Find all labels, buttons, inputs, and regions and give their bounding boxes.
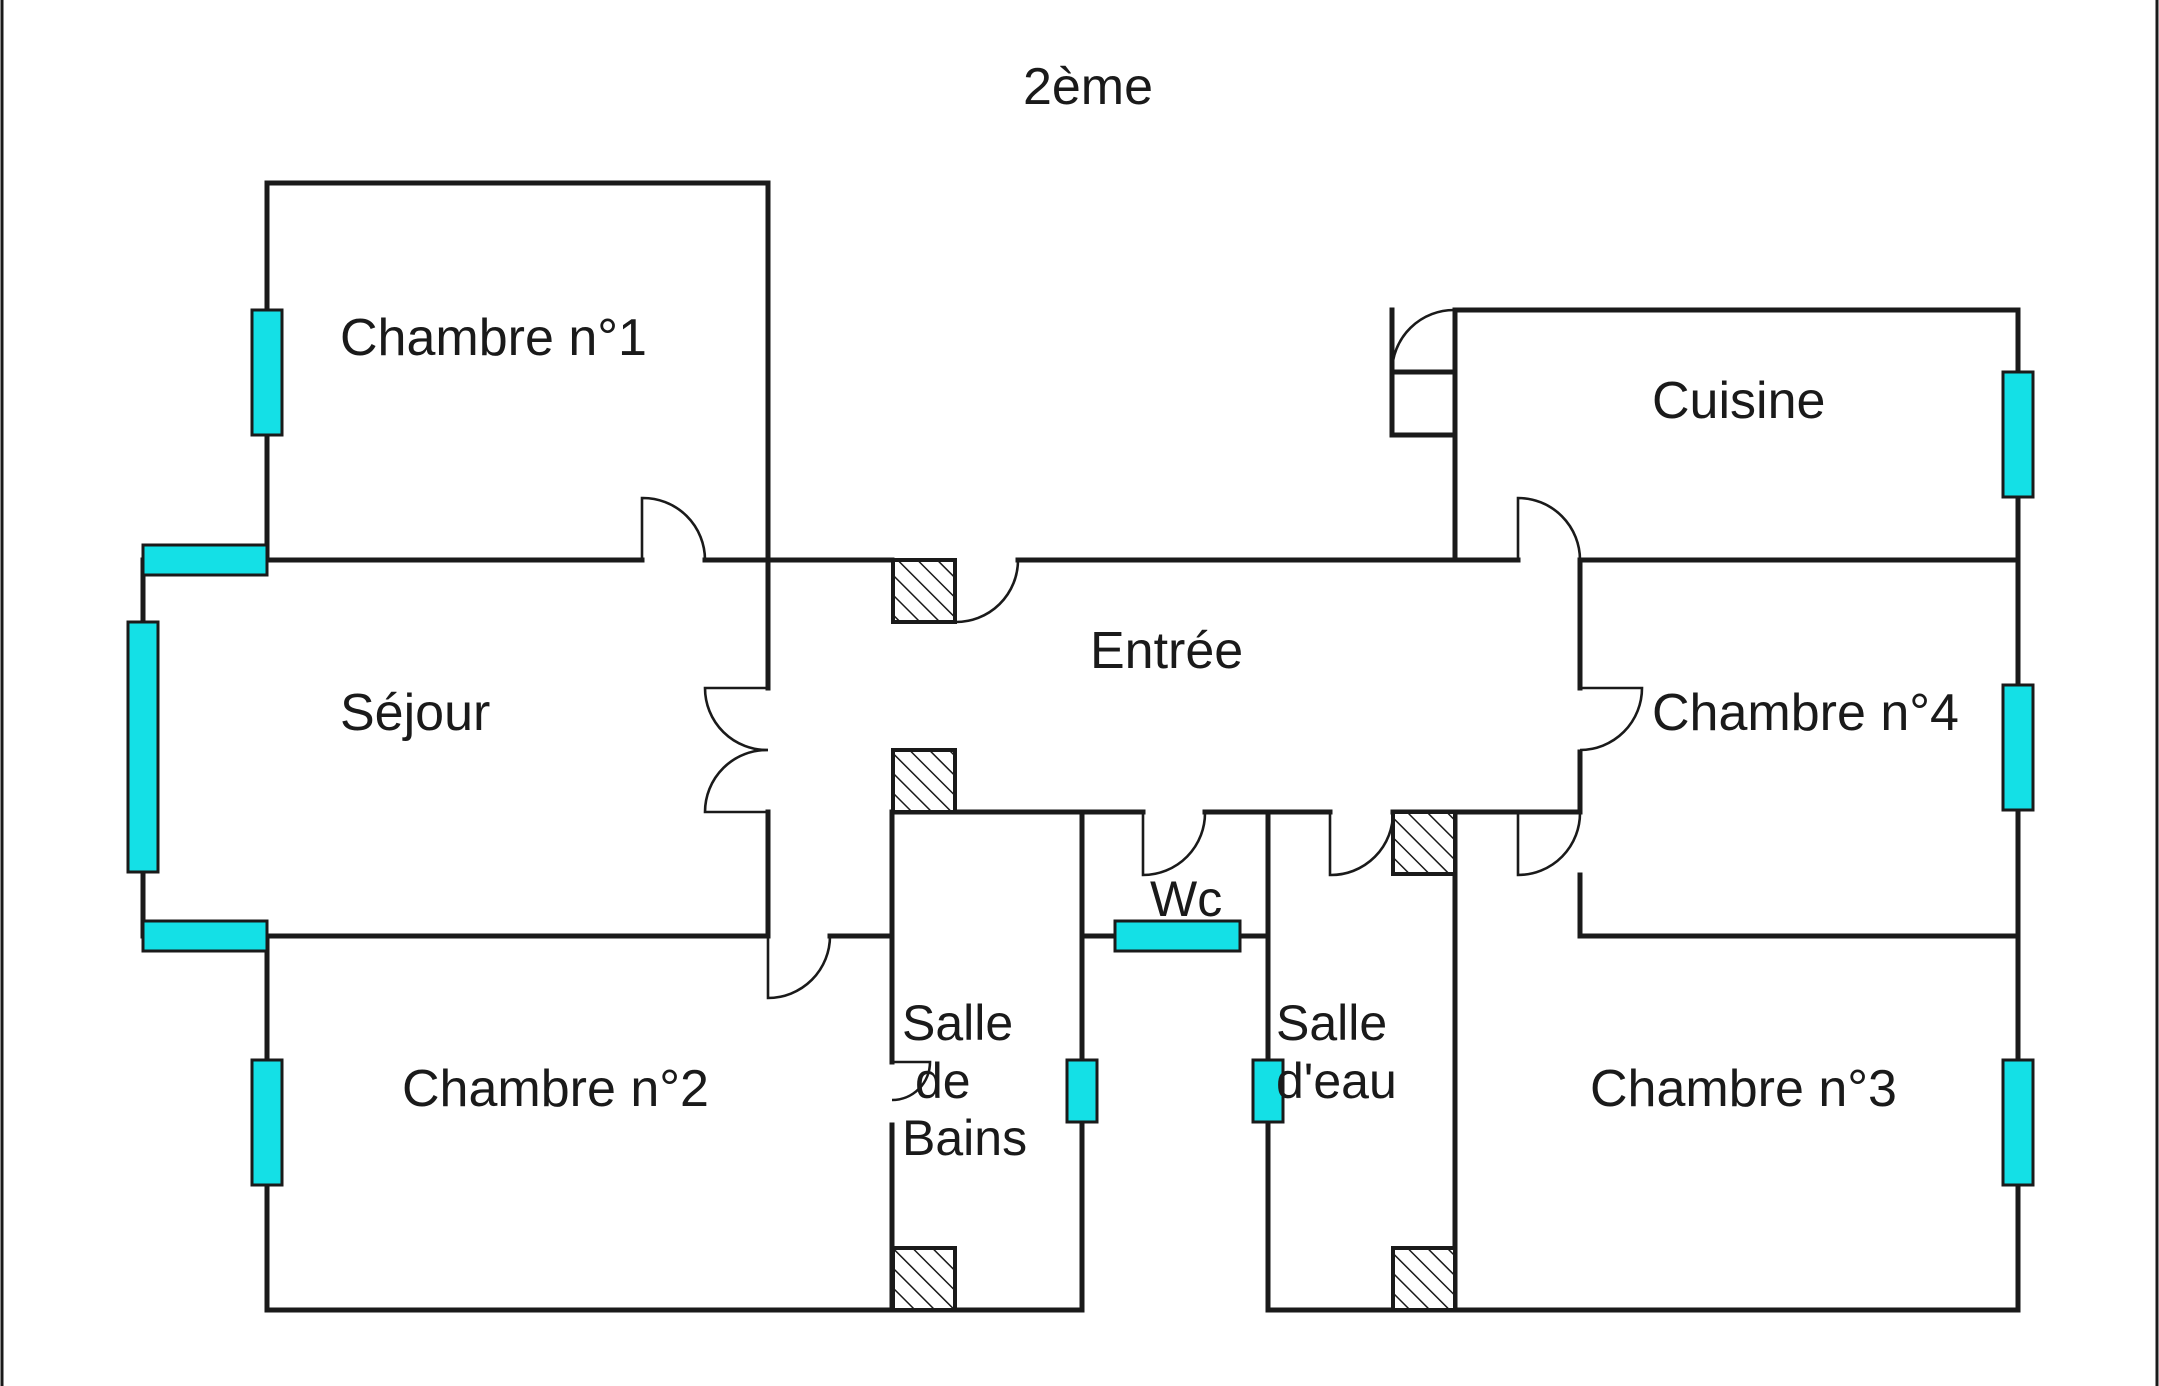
floor-title: 2ème <box>1023 58 1153 116</box>
label-chambre-4: Chambre n°4 <box>1652 684 1959 742</box>
wall-chambre-3 <box>1452 933 2021 1313</box>
window-sejour-bottom <box>141 919 269 953</box>
label-entree: Entrée <box>1090 622 1243 680</box>
door-chambre-2 <box>766 935 832 1000</box>
wall-chambre-1 <box>264 180 771 563</box>
pillar-bath-bottom <box>891 1246 957 1312</box>
door-wc <box>1141 811 1207 877</box>
wall-sejour-bay <box>140 557 270 939</box>
label-cuisine: Cuisine <box>1652 372 1825 430</box>
window-sejour-top <box>141 543 269 577</box>
pillar-entree-bottom <box>891 748 957 814</box>
label-salle-de-bains-1: Salle <box>902 995 1013 1051</box>
label-salle-eau-1: Salle <box>1276 995 1387 1051</box>
label-sejour: Séjour <box>340 684 490 742</box>
wall-chambre-4-left-bottom <box>1577 872 2021 939</box>
window-chambre-2 <box>250 1058 284 1187</box>
door-chambre-4-top <box>1516 496 1582 561</box>
pillar-salle-eau-bottom <box>1391 1246 1457 1312</box>
door-sejour-bottom <box>703 748 769 814</box>
label-salle-de-bains-3: Bains <box>902 1110 1027 1166</box>
door-entree-top <box>954 559 1020 624</box>
door-cuisine <box>1390 308 1456 373</box>
label-chambre-2: Chambre n°2 <box>402 1060 709 1118</box>
pillar-entree-top <box>891 558 957 624</box>
door-salle-bains <box>891 1060 932 1102</box>
window-sejour-left <box>126 620 160 874</box>
window-cuisine <box>2001 370 2035 499</box>
label-salle-de-bains-2: de <box>915 1053 971 1109</box>
wall-cuisine-nook <box>1389 369 1458 438</box>
windows <box>126 308 2035 1187</box>
window-salle-eau <box>1251 1058 1285 1124</box>
label-chambre-1: Chambre n°1 <box>340 309 647 367</box>
wall-cuisine <box>1452 307 2021 563</box>
window-chambre-1 <box>250 308 284 437</box>
door-chambre-1 <box>640 496 707 561</box>
pillar-salle-eau-top <box>1391 810 1457 876</box>
label-salle-eau-2: d'eau <box>1276 1053 1397 1109</box>
room-labels: Chambre n°1 Séjour Entrée Cuisine Chambr… <box>340 309 1959 1166</box>
window-wc <box>1113 919 1242 953</box>
door-salle-eau <box>1328 811 1395 877</box>
door-sejour-top <box>703 686 769 752</box>
window-chambre-3 <box>2001 1058 2035 1187</box>
label-chambre-3: Chambre n°3 <box>1590 1060 1897 1118</box>
door-chambre-3 <box>1516 811 1582 877</box>
pillars <box>891 558 1457 1312</box>
window-salle-bains <box>1065 1058 1099 1124</box>
door-chambre-4-side <box>1579 686 1644 752</box>
label-wc: Wc <box>1150 871 1222 927</box>
window-chambre-4 <box>2001 683 2035 812</box>
doors <box>640 308 1644 1102</box>
